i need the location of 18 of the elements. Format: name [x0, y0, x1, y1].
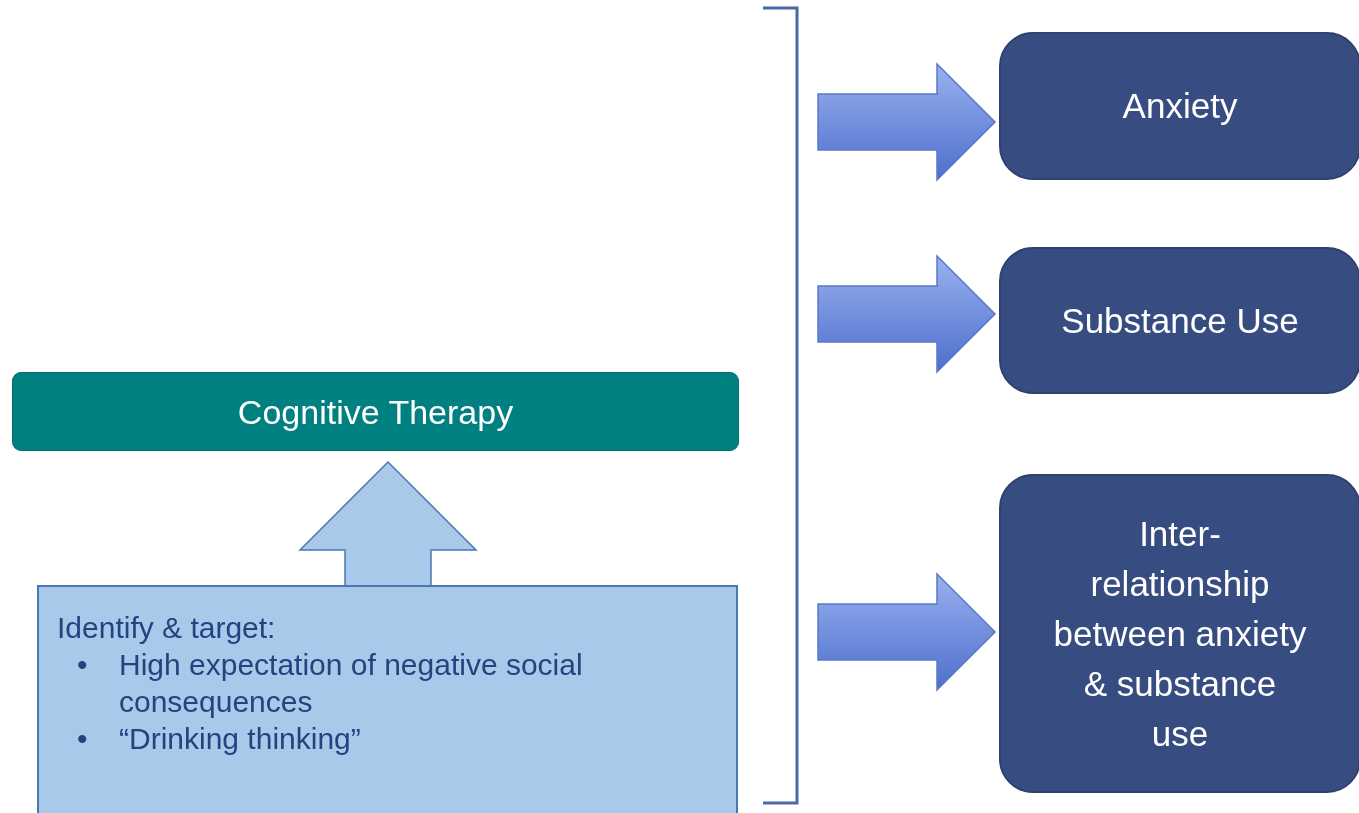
bullet-item: High expectation of negative social consequences — [119, 647, 584, 720]
outcome-box — [999, 32, 1359, 180]
block-arrow — [817, 254, 997, 374]
callout-arrow — [298, 460, 478, 587]
block-arrow — [817, 62, 997, 182]
callout-box — [37, 585, 738, 813]
outcome-label: Anxiety — [1122, 85, 1238, 127]
bullet-marker: • — [77, 721, 89, 757]
outcome-box — [999, 474, 1359, 793]
outcome-label: Substance Use — [1061, 299, 1299, 342]
block-arrow — [817, 572, 997, 692]
outcome-label: Inter-relationship between anxiety & substance use — [1052, 512, 1308, 755]
process-box — [12, 372, 739, 451]
outcome-box — [999, 247, 1359, 394]
heading-text: Identify & target: — [57, 610, 277, 646]
bullet-marker: • — [77, 647, 89, 683]
bullet-item: “Drinking thinking” — [119, 721, 361, 757]
box-label: Cognitive Therapy — [237, 391, 514, 433]
